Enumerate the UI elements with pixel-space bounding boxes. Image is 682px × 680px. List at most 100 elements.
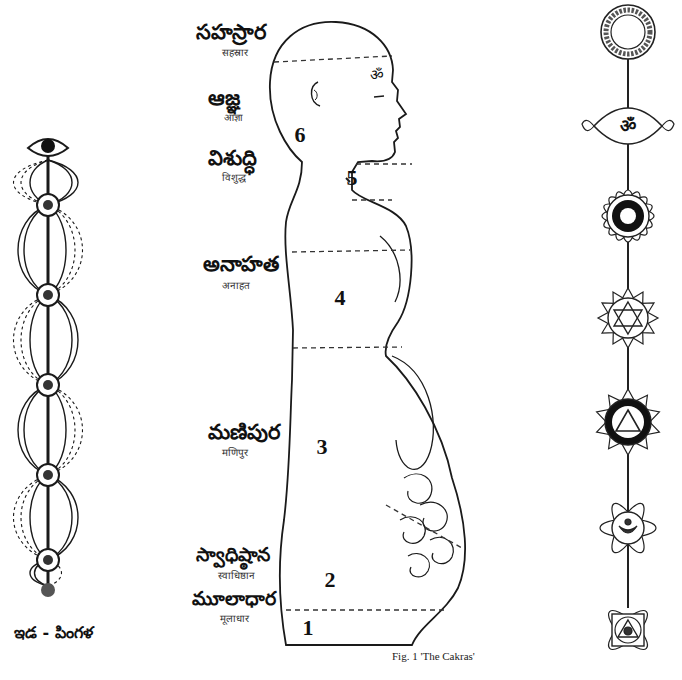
ida-pingala-figure <box>43 200 53 210</box>
chakra-symbols <box>605 399 651 445</box>
ida-pingala-figure <box>21 295 48 385</box>
chakra-name-hindi: मणिपुर <box>222 447 248 459</box>
chakra-name-hindi: अनाहत <box>222 280 250 292</box>
region-number: 4 <box>335 285 346 310</box>
chakra-symbols <box>582 108 674 144</box>
body-outline <box>314 90 317 100</box>
chakra-symbols <box>625 519 631 525</box>
chakra-symbols <box>612 200 644 232</box>
chakra-symbols <box>612 406 644 438</box>
ida-pingala-figure <box>48 205 66 295</box>
ida-pingala-figure <box>21 475 48 560</box>
ida-pingala-figure <box>43 380 53 390</box>
chakra-symbols <box>612 614 644 646</box>
chakra-name: మూలాధార <box>192 588 276 610</box>
chakra-symbols <box>616 410 640 431</box>
ida-pingala-figure <box>37 464 59 486</box>
chakra-symbols <box>624 627 632 635</box>
ida-pingala-figure <box>30 475 48 560</box>
ida-pingala-figure <box>43 470 53 480</box>
body-outline <box>311 82 320 106</box>
body-outline <box>408 554 429 577</box>
ida-pingala-figure <box>43 555 53 565</box>
chakra-symbols <box>603 605 652 654</box>
ida-pingala-figure <box>18 205 48 295</box>
ida-pingala-figure <box>37 374 59 396</box>
om-symbol: ॐ <box>620 116 636 137</box>
ida-pingala-figure <box>14 475 49 560</box>
region-number: 5 <box>347 165 358 190</box>
chakra-symbols <box>603 605 652 654</box>
ida-pingala-figure <box>41 583 55 597</box>
ida-pingala-figure <box>48 475 72 560</box>
chakra-symbols <box>607 195 649 237</box>
ida-pingala-figure <box>48 205 75 295</box>
chakra-symbols <box>618 620 638 637</box>
chakra-symbols <box>601 5 655 59</box>
chakra-name: ఆజ్ఞ <box>208 86 240 110</box>
ida-pingala-figure <box>41 200 55 597</box>
chakra-symbols <box>602 190 654 242</box>
om-symbol: ॐ <box>370 67 384 84</box>
chakra-name: సహస్రార <box>196 20 266 44</box>
region-number: 1 <box>303 615 314 640</box>
ida-pingala-figure <box>48 385 75 475</box>
ida-pingala-figure <box>48 295 72 385</box>
chakra-symbols <box>615 617 641 643</box>
region-divider <box>386 505 462 548</box>
chakra-symbols <box>606 10 650 54</box>
chakra-name: స్వాధిష్ఠాన <box>196 544 270 566</box>
figure-caption: ఇడ - పింగళ <box>14 624 93 642</box>
ida-pingala-figure <box>48 205 83 295</box>
region-divider <box>356 163 412 164</box>
body-outline <box>270 22 465 645</box>
region-divider <box>274 56 462 610</box>
chakra-symbols <box>601 5 655 59</box>
chakra-symbols <box>595 389 661 455</box>
chakra-symbols <box>594 108 662 144</box>
chakra-symbols <box>606 499 650 556</box>
chakra-symbols <box>608 298 648 338</box>
ida-pingala-figure <box>14 139 83 597</box>
ida-pingala-figure <box>41 139 55 153</box>
chakra-symbols <box>603 605 652 654</box>
chakra-name: అనాహత <box>203 252 279 276</box>
ida-pingala-figure <box>37 549 59 571</box>
region-number: 2 <box>325 567 336 592</box>
body-outline <box>420 502 447 531</box>
ida-pingala-figure <box>18 385 48 475</box>
chakra-symbols <box>598 288 658 348</box>
region-divider <box>292 250 410 252</box>
body-outline <box>380 236 400 302</box>
ida-pingala-figure <box>48 385 83 475</box>
figure-caption: Fig. 1 'The Cakras' <box>392 650 475 663</box>
body-outline <box>404 474 432 503</box>
chakra-name: విశుద్ధి <box>208 146 257 170</box>
chakra-symbols <box>582 120 594 130</box>
chakra-symbols <box>620 208 636 224</box>
chakra-symbols <box>600 499 656 556</box>
chakra-symbols <box>614 302 642 326</box>
ida-pingala-figure <box>37 284 59 306</box>
chakra-name-hindi: आज्ञा <box>224 112 243 124</box>
region-divider <box>293 347 402 348</box>
ida-pingala-figure <box>48 295 78 385</box>
region-number: 6 <box>295 122 306 147</box>
body-outline <box>374 96 384 97</box>
region-number: 3 <box>317 434 328 459</box>
chakra-symbols <box>612 512 644 544</box>
ida-pingala-figure <box>14 160 83 586</box>
chakra-name: మణిపుర <box>208 420 280 444</box>
region-divider <box>352 199 392 200</box>
ida-pingala-figure <box>37 194 59 571</box>
ida-pingala-figure <box>28 139 68 156</box>
ida-pingala-figure <box>24 385 48 475</box>
body-outline <box>392 356 433 469</box>
chakra-symbols <box>582 5 674 655</box>
ida-pingala-figure <box>37 194 59 216</box>
chakra-name-hindi: सहस्रार <box>222 47 248 59</box>
chakra-symbols <box>606 499 650 556</box>
chakra-symbols <box>611 15 645 49</box>
ida-pingala-figure <box>24 205 48 295</box>
